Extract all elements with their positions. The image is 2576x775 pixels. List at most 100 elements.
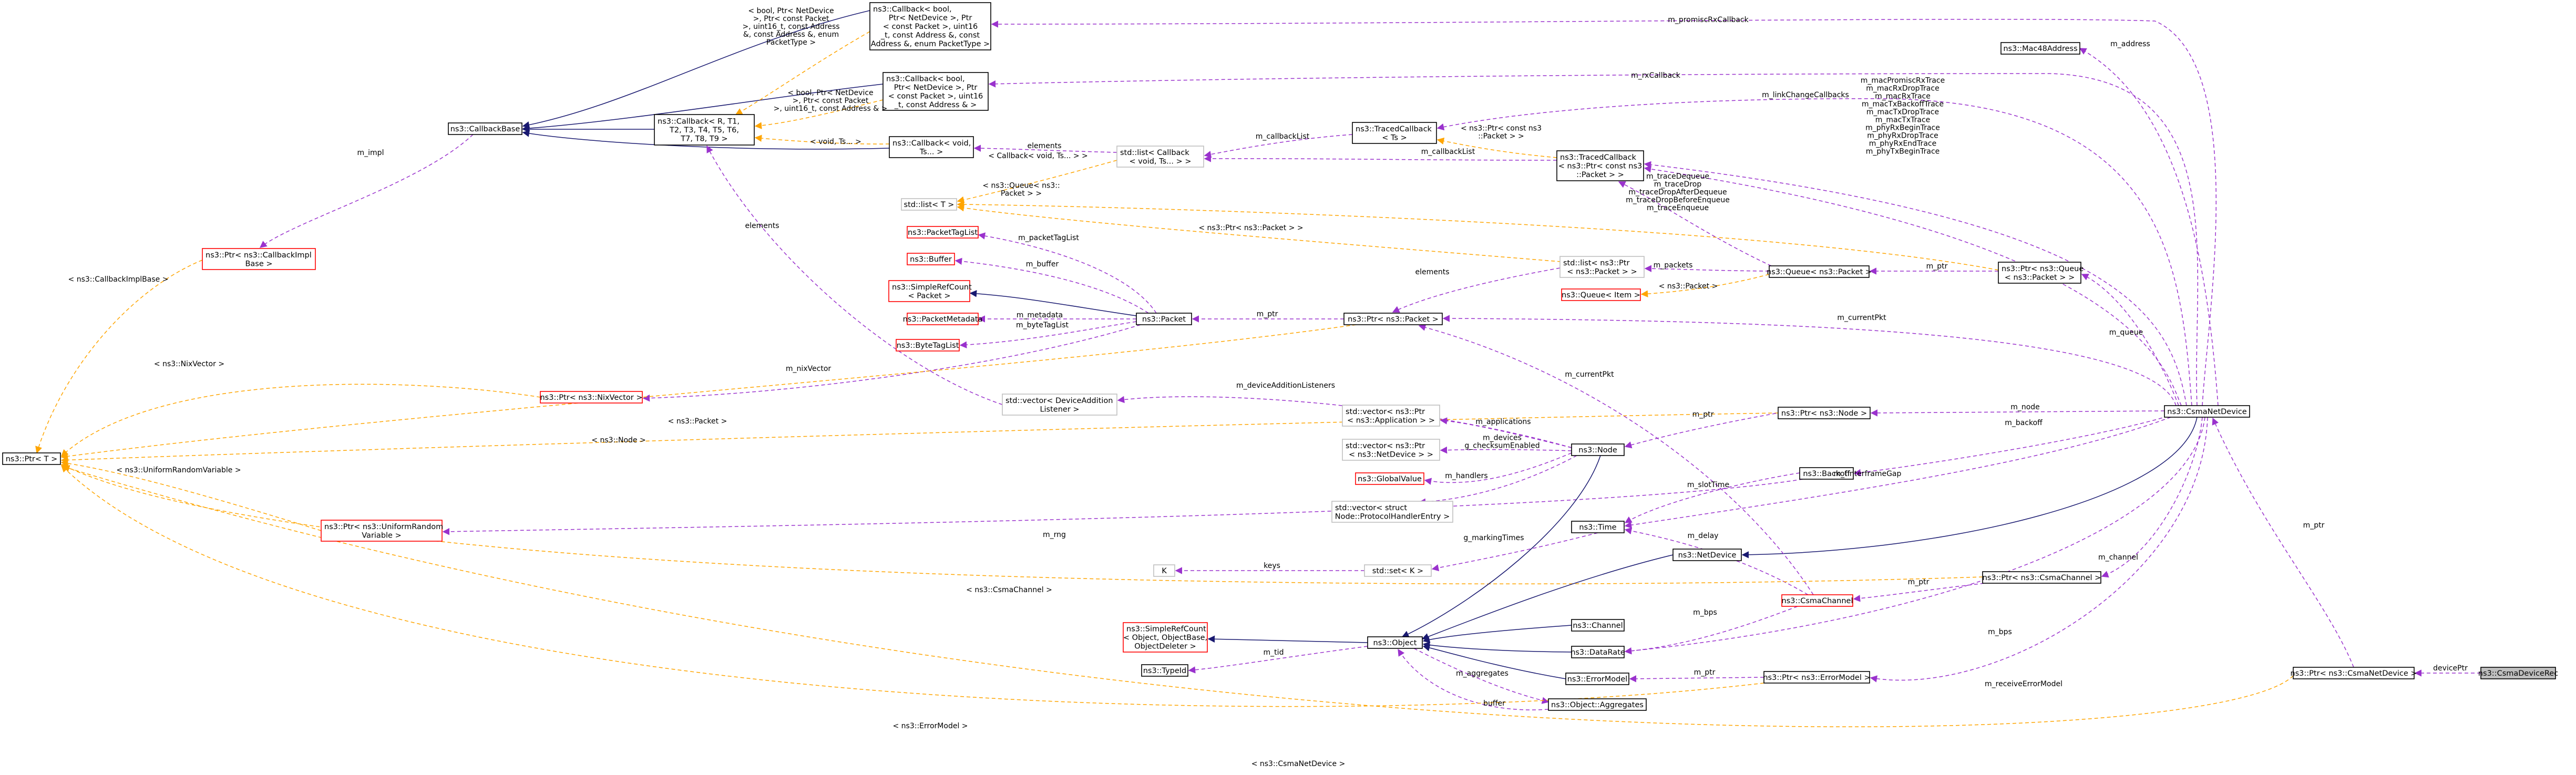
- node-ptr-node[interactable]: ns3::Ptr< ns3::Node >: [1778, 407, 1871, 419]
- node-label: ns3::CsmaDeviceRec: [2478, 669, 2558, 678]
- node-queue-packet[interactable]: ns3::Queue< ns3::Packet >: [1767, 265, 1872, 278]
- node-k[interactable]: K: [1153, 564, 1175, 577]
- node-label: std::vector< ns3::Ptr: [1346, 408, 1425, 416]
- node-label: ns3::Callback< bool,: [873, 5, 952, 14]
- edge-delay: [1624, 527, 1809, 595]
- node-byte-tag-list[interactable]: ns3::ByteTagList: [896, 339, 960, 352]
- node-simple-ref-count-object[interactable]: ns3::SimpleRefCount< Object, ObjectBase,…: [1123, 622, 1208, 653]
- edge-tmpl-list-ptr-pkt: [957, 204, 1562, 262]
- node-callback-void[interactable]: ns3::Callback< void,Ts... >: [889, 136, 974, 158]
- edge-usage-54: [1418, 455, 1577, 506]
- node-packet-tag-list[interactable]: ns3::PacketTagList: [907, 226, 979, 239]
- edge-aggregates: [1413, 648, 1549, 704]
- edge-label-pkt-deq-traces: m_traceDropBeforeEnqueue: [1626, 196, 1730, 204]
- edge-label-queue: m_queue: [2109, 328, 2143, 337]
- node-object-aggregates[interactable]: ns3::Object::Aggregates: [1548, 698, 1647, 711]
- edge-inherit-36: [969, 290, 1137, 316]
- node-packet[interactable]: ns3::Packet: [1136, 313, 1192, 325]
- edge-label-callback-list: m_callbackList: [1256, 132, 1310, 141]
- edge-tmpl-queue-list: [957, 201, 1999, 271]
- node-error-model[interactable]: ns3::ErrorModel: [1565, 673, 1629, 685]
- node-type-id[interactable]: ns3::TypeId: [1141, 664, 1188, 677]
- edge-label-tmpl-callback-impl-base: < ns3::CallbackImplBase >: [68, 275, 169, 284]
- edge-bps_csma: [1624, 417, 2205, 655]
- node-ptr-t[interactable]: ns3::Ptr< T >: [2, 452, 61, 465]
- edge-tmpl-traced-pkt: [1436, 137, 1557, 158]
- node-buffer[interactable]: ns3::Buffer: [907, 253, 955, 265]
- node-vector-application[interactable]: std::vector< ns3::Ptr< ns3::Application …: [1342, 405, 1440, 427]
- node-callback-base[interactable]: ns3::CallbackBase: [448, 122, 522, 135]
- node-global-value[interactable]: ns3::GlobalValue: [1355, 472, 1424, 485]
- node-callback-promisc[interactable]: ns3::Callback< bool,Ptr< NetDevice >, Pt…: [869, 2, 991, 50]
- node-csma-device-rec[interactable]: ns3::CsmaDeviceRec: [2478, 667, 2558, 679]
- node-label: Ts... >: [919, 148, 943, 156]
- node-vector-net-device[interactable]: std::vector< ns3::Ptr< ns3::NetDevice > …: [1342, 439, 1440, 461]
- node-callback-rx[interactable]: ns3::Callback< bool,Ptr< NetDevice >, Pt…: [882, 72, 989, 111]
- edge-label-tmpl-rx: < bool, Ptr< NetDevice: [787, 89, 873, 97]
- node-ptr-error-model[interactable]: ns3::Ptr< ns3::ErrorModel >: [1763, 671, 1871, 684]
- node-label: ns3::Ptr< ns3::NixVector >: [540, 394, 642, 402]
- node-traced-callback-ts[interactable]: ns3::TracedCallback< Ts >: [1352, 122, 1437, 144]
- edge-label-node: m_node: [2010, 403, 2040, 411]
- node-mac48-address[interactable]: ns3::Mac48Address: [2000, 42, 2080, 55]
- node-channel[interactable]: ns3::Channel: [1571, 619, 1625, 632]
- node-data-rate[interactable]: ns3::DataRate: [1571, 646, 1625, 658]
- node-std-list-callback[interactable]: std::list< Callback< void, Ts... > >: [1116, 146, 1204, 168]
- node-std-list-t[interactable]: std::list< T >: [901, 198, 957, 211]
- node-ptr-packet[interactable]: ns3::Ptr< ns3::Packet >: [1343, 313, 1443, 325]
- edge-label-ptr_err: m_ptr: [1694, 668, 1716, 677]
- edge-tmpl-list-cb: [957, 160, 1117, 203]
- node-label: ns3::Time: [1579, 523, 1616, 532]
- node-vector-protocol-handler[interactable]: std::vector< structNode::ProtocolHandler…: [1331, 501, 1453, 523]
- node-packet-metadata[interactable]: ns3::PacketMetadata: [903, 313, 983, 325]
- node-node[interactable]: ns3::Node: [1571, 443, 1625, 456]
- node-label: ns3::Mac48Address: [2003, 45, 2077, 53]
- edge-label-tmpl-rx: >, uint16_t, const Address & >: [774, 105, 888, 113]
- edge-label-tmpl-ptr-packet: < ns3::Packet >: [1659, 282, 1718, 291]
- node-time[interactable]: ns3::Time: [1571, 521, 1625, 533]
- edge-traces: [1644, 166, 2182, 406]
- node-net-device[interactable]: ns3::NetDevice: [1672, 549, 1742, 561]
- node-label: ns3::GlobalValue: [1358, 475, 1422, 483]
- node-csma-net-device[interactable]: ns3::CsmaNetDevice: [2164, 405, 2250, 418]
- node-label: ::Packet > >: [1576, 171, 1624, 179]
- edge-label-tmpl-nix-vector: < ns3::NixVector >: [154, 360, 224, 368]
- node-label: ns3::PacketMetadata: [903, 315, 983, 324]
- edge-label-elements-mid: elements: [1415, 268, 1449, 276]
- node-object[interactable]: ns3::Object: [1367, 636, 1423, 649]
- edge-label-devices: g_checksumEnabled: [1464, 442, 1540, 450]
- node-backoff[interactable]: ns3::Backoff: [1799, 467, 1854, 480]
- node-label: ns3::NetDevice: [1678, 551, 1737, 560]
- node-label: < ns3::Packet > >: [1567, 267, 1637, 276]
- edge-label-tmpl-list-cb: < Callback< void, Ts... > >: [988, 152, 1088, 160]
- edge-tmpl-callback-impl-base: [35, 260, 203, 454]
- node-std-list-ptr-packet[interactable]: std::list< ns3::Ptr< ns3::Packet > >: [1559, 256, 1645, 278]
- node-label: ns3::PacketTagList: [908, 229, 978, 237]
- edge-elements-mid: [1392, 267, 1561, 313]
- node-queue-item[interactable]: ns3::Queue< Item >: [1561, 288, 1641, 301]
- edge-label-aggregates: m_aggregates: [1456, 669, 1508, 678]
- node-label: Ptr< NetDevice >, Ptr: [894, 84, 978, 92]
- node-ptr-csma-net-device[interactable]: ns3::Ptr< ns3::CsmaNetDevice >: [2290, 667, 2417, 679]
- node-label: T2, T3, T4, T5, T6,: [669, 126, 739, 135]
- edge-label-tid: m_tid: [1264, 648, 1284, 657]
- edge-slot-time: [1624, 472, 1800, 523]
- edge-label-traces: m_macRxTrace: [1875, 92, 1931, 101]
- node-std-set-k[interactable]: std::set< K >: [1364, 564, 1432, 577]
- edge-link-change: [1436, 98, 2192, 406]
- node-callback-t[interactable]: ns3::Callback< R, T1,T2, T3, T4, T5, T6,…: [654, 114, 755, 146]
- node-ptr-uniform-random[interactable]: ns3::Ptr< ns3::UniformRandomVariable >: [321, 520, 443, 542]
- node-ptr-csma-channel[interactable]: ns3::Ptr< ns3::CsmaChannel >: [1982, 571, 2101, 584]
- node-simple-ref-count-packet[interactable]: ns3::SimpleRefCount< Packet >: [888, 280, 972, 302]
- node-csma-channel[interactable]: ns3::CsmaChannel: [1781, 594, 1853, 607]
- node-ptr-nix-vector[interactable]: ns3::Ptr< ns3::NixVector >: [540, 391, 643, 404]
- node-traced-callback-pkt[interactable]: ns3::TracedCallback< ns3::Ptr< const ns3…: [1556, 150, 1644, 181]
- node-ptr-callback-impl-base[interactable]: ns3::Ptr< ns3::CallbackImplBase >: [202, 248, 316, 270]
- node-ptr-queue-packet[interactable]: ns3::Ptr< ns3::Queue< ns3::Packet > >: [1998, 262, 2084, 284]
- edge-label-traces: m_macRxDropTrace: [1866, 85, 1939, 93]
- edge-label-bps_ch: m_bps: [1693, 608, 1717, 617]
- edge-tmpl-error-model: [61, 465, 1764, 707]
- node-label: < ns3::NetDevice > >: [1349, 450, 1433, 459]
